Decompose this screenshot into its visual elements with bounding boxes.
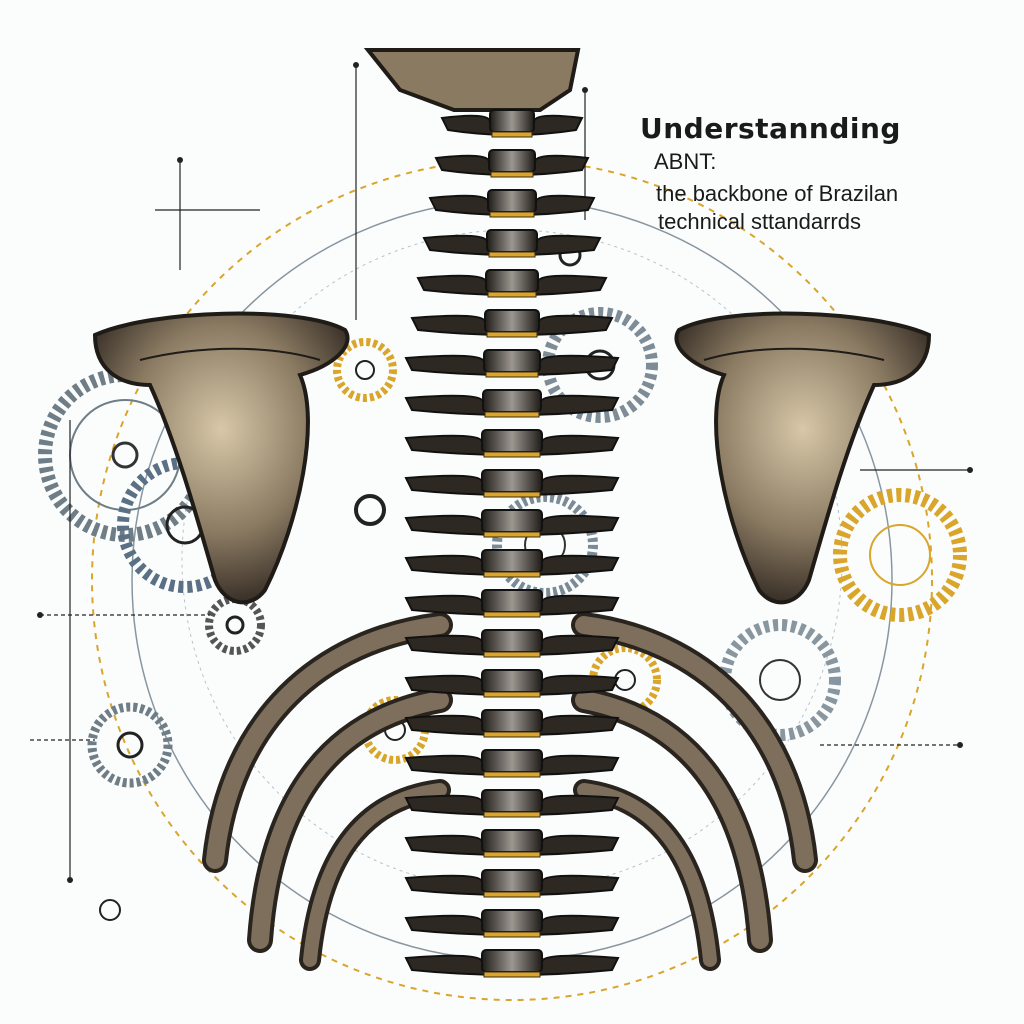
vertebra-body — [481, 429, 543, 453]
intervertebral-disc — [483, 771, 541, 778]
intervertebral-disc — [483, 491, 541, 498]
annotation-dots — [37, 62, 973, 883]
intervertebral-disc — [483, 931, 541, 938]
vertebra-body — [487, 189, 537, 213]
vertebra-body — [481, 949, 543, 973]
vertebra-body — [481, 829, 543, 853]
intervertebral-disc — [483, 571, 541, 578]
vertebra-body — [488, 149, 536, 173]
vertebra-body — [481, 789, 543, 813]
gear-icon — [87, 702, 173, 788]
vertebra-body — [481, 549, 543, 573]
intervertebral-disc — [485, 371, 539, 378]
vertebra-body — [481, 669, 543, 693]
intervertebral-disc — [489, 211, 535, 218]
title-subtitle-line1: the backbone of Brazilan — [656, 181, 899, 206]
title-block: Understannding ABNT: the backbone of Bra… — [640, 112, 1000, 235]
gear-icon — [833, 488, 967, 622]
vertebra-body — [484, 309, 540, 333]
intervertebral-disc — [488, 251, 536, 258]
vertebra-body — [481, 909, 543, 933]
intervertebral-disc — [483, 731, 541, 738]
intervertebral-disc — [483, 451, 541, 458]
title-heading: Understannding — [640, 112, 901, 145]
gear-icon — [205, 595, 265, 655]
intervertebral-disc — [483, 811, 541, 818]
vertebra-body — [481, 709, 543, 733]
vertebra-body — [481, 749, 543, 773]
intervertebral-disc — [483, 971, 541, 978]
intervertebral-disc — [487, 291, 537, 298]
vertebra-body — [481, 589, 543, 613]
title-acronym: ABNT: — [654, 149, 717, 174]
vertebra-body — [481, 469, 543, 493]
intervertebral-disc — [483, 691, 541, 698]
outer-gold-ring — [91, 159, 933, 1001]
small-ring — [99, 899, 121, 921]
vertebra-body — [482, 389, 542, 413]
intervertebral-disc — [483, 531, 541, 538]
intervertebral-disc — [483, 851, 541, 858]
scapula-icon — [674, 311, 932, 605]
intervertebral-disc — [483, 891, 541, 898]
title-subtitle-line2: technical sttandarrds — [658, 209, 861, 234]
intervertebral-disc — [483, 651, 541, 658]
vertebra-body — [481, 869, 543, 893]
scapula-icon — [92, 311, 350, 605]
vertebra-body — [481, 509, 543, 533]
annotation-lines — [30, 65, 970, 880]
spine-icon — [363, 48, 620, 978]
vertebra-body — [489, 109, 535, 133]
intervertebral-disc — [486, 331, 538, 338]
vertebra-body — [483, 349, 541, 373]
intervertebral-disc — [490, 171, 534, 178]
intervertebral-disc — [483, 611, 541, 618]
vertebra-body — [481, 629, 543, 653]
intervertebral-disc — [491, 131, 533, 138]
vertebra-body — [486, 229, 538, 253]
gear-icon — [333, 338, 397, 402]
intervertebral-disc — [484, 411, 540, 418]
vertebra-body — [485, 269, 539, 293]
rib-icon — [202, 612, 818, 971]
